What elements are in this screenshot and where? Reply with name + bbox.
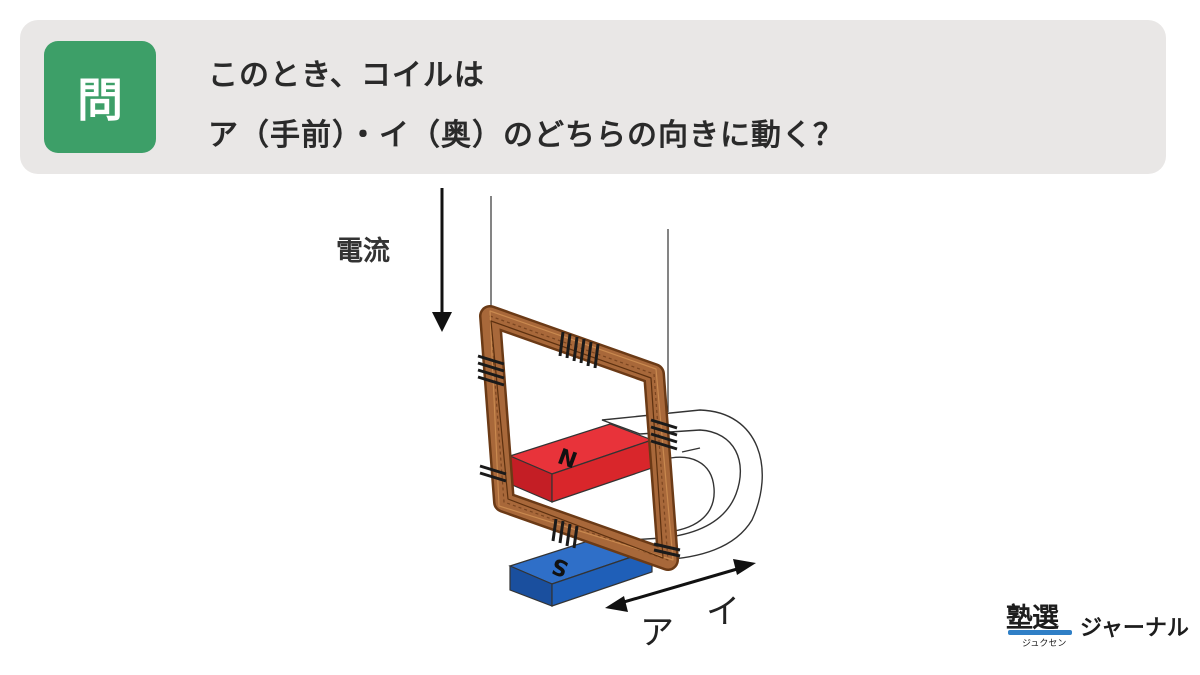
question-text: このとき、コイルは ア（手前）・イ（奥）のどちらの向きに動く？ xyxy=(208,46,1138,166)
question-banner: 問 このとき、コイルは ア（手前）・イ（奥）のどちらの向きに動く？ xyxy=(20,20,1166,174)
brand-kana: ジュクセン xyxy=(1022,639,1067,649)
question-badge: 問 xyxy=(44,41,156,153)
magnet-n-pole xyxy=(508,423,654,503)
direction-i-label: イ xyxy=(706,592,740,632)
direction-arrow xyxy=(605,559,756,612)
brand-kanji: 塾選 xyxy=(1006,603,1059,634)
question-line-1: このとき、コイルは xyxy=(208,58,485,93)
direction-a-label: ア xyxy=(640,613,674,653)
current-label: 電流 xyxy=(336,236,390,267)
brand-logo: 塾選 ジュクセン ジャーナル xyxy=(1006,596,1189,652)
current-arrow xyxy=(432,188,452,332)
coil-bindings xyxy=(477,331,681,558)
pencil-icon xyxy=(1008,630,1072,635)
question-line-2: ア（手前）・イ（奥）のどちらの向きに動く？ xyxy=(208,118,844,153)
brand-name: ジャーナル xyxy=(1080,616,1189,641)
coil xyxy=(479,305,679,571)
